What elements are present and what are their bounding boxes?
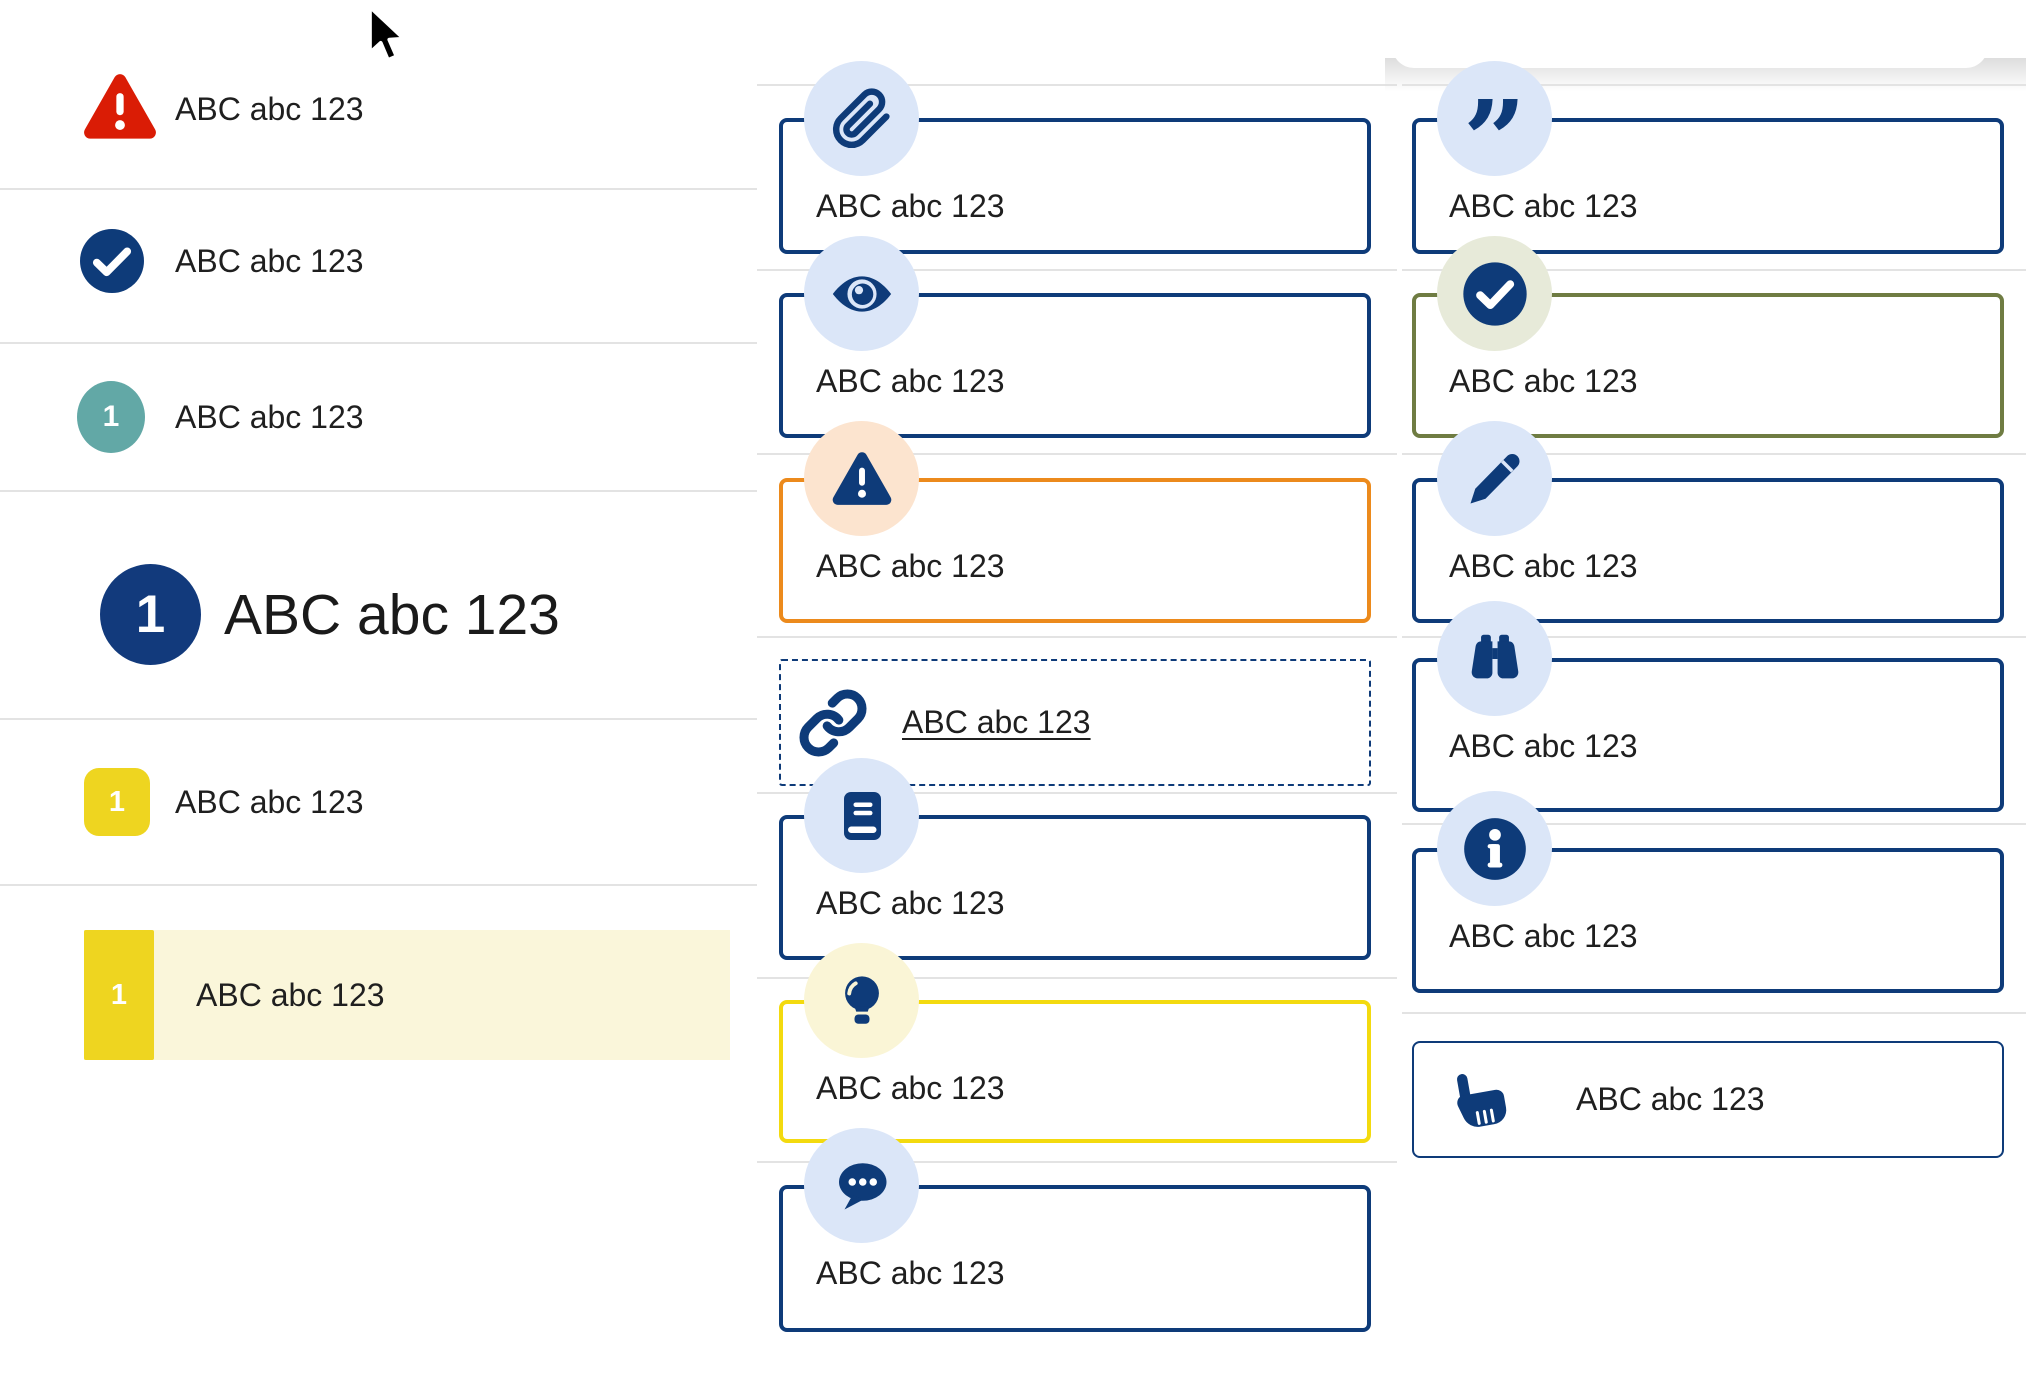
- callout-label: ABC abc 123: [1449, 363, 1638, 399]
- callout-label: ABC abc 123: [1449, 188, 1638, 224]
- paperclip-icon: [804, 61, 919, 176]
- column-divider: [1402, 1012, 2026, 1014]
- column-divider: [757, 453, 1397, 455]
- callout-link-label[interactable]: ABC abc 123: [902, 704, 1091, 740]
- callout-label: ABC abc 123: [1449, 918, 1638, 954]
- binoculars-icon: [1437, 601, 1552, 716]
- quote-icon: ”: [1437, 61, 1552, 176]
- svg-text:”: ”: [1463, 87, 1526, 151]
- badge-number: 1: [135, 585, 166, 644]
- callout-label: ABC abc 123: [816, 548, 1005, 584]
- left-divider: [0, 718, 757, 720]
- column-divider: [1402, 269, 2026, 271]
- column-divider: [1402, 636, 2026, 638]
- left-divider: [0, 342, 757, 344]
- column-divider: [757, 977, 1397, 979]
- numbered-heading-label: ABC abc 123: [224, 583, 560, 647]
- list-item-label: ABC abc 123: [175, 243, 364, 279]
- book-icon: [804, 758, 919, 873]
- column-divider: [1402, 84, 2026, 86]
- hand-pointer-icon: [1446, 1067, 1512, 1138]
- callout-action-label[interactable]: ABC abc 123: [1576, 1081, 1765, 1117]
- left-divider: [0, 188, 757, 190]
- arrow-cursor: [366, 4, 412, 73]
- list-item-label: ABC abc 123: [175, 91, 364, 127]
- callout-label: ABC abc 123: [816, 885, 1005, 921]
- column-divider: [757, 1161, 1397, 1163]
- column-divider: [757, 84, 1397, 86]
- callout-label: ABC abc 123: [1449, 548, 1638, 584]
- column-divider: [757, 269, 1397, 271]
- highlighted-row-background: [84, 930, 730, 1060]
- check-circle-icon: [80, 229, 144, 298]
- link-icon: [798, 688, 868, 763]
- column-divider: [1402, 453, 2026, 455]
- callout-label: ABC abc 123: [816, 1070, 1005, 1106]
- callout-label: ABC abc 123: [1449, 728, 1638, 764]
- number-badge-square: 1: [84, 930, 154, 1060]
- badge-number: 1: [102, 400, 120, 433]
- number-badge-square: 1: [84, 768, 150, 836]
- list-item-label: ABC abc 123: [175, 784, 364, 820]
- left-divider: [0, 884, 757, 886]
- badge-number: 1: [108, 785, 126, 818]
- callout-action[interactable]: [1412, 1041, 2004, 1158]
- column-divider: [757, 792, 1397, 794]
- warning-triangle-icon: [804, 421, 919, 536]
- check-circle-icon: [1437, 236, 1552, 351]
- lightbulb-icon: [804, 943, 919, 1058]
- info-icon: [1437, 791, 1552, 906]
- column-divider: [757, 636, 1397, 638]
- eye-icon: [804, 236, 919, 351]
- list-item-label: ABC abc 123: [175, 399, 364, 435]
- number-badge-circle-large: 1: [100, 564, 201, 665]
- sheet-top-edge: [1392, 10, 1988, 68]
- pencil-icon: [1437, 421, 1552, 536]
- left-divider: [0, 490, 757, 492]
- column-divider: [1402, 823, 2026, 825]
- number-badge-circle: 1: [77, 381, 145, 453]
- callout-label: ABC abc 123: [816, 363, 1005, 399]
- warning-triangle-icon: [82, 72, 158, 147]
- speech-bubble-icon: [804, 1128, 919, 1243]
- callout-label: ABC abc 123: [816, 1255, 1005, 1291]
- list-item-label: ABC abc 123: [196, 977, 385, 1013]
- badge-number: 1: [110, 978, 128, 1011]
- callout-label: ABC abc 123: [816, 188, 1005, 224]
